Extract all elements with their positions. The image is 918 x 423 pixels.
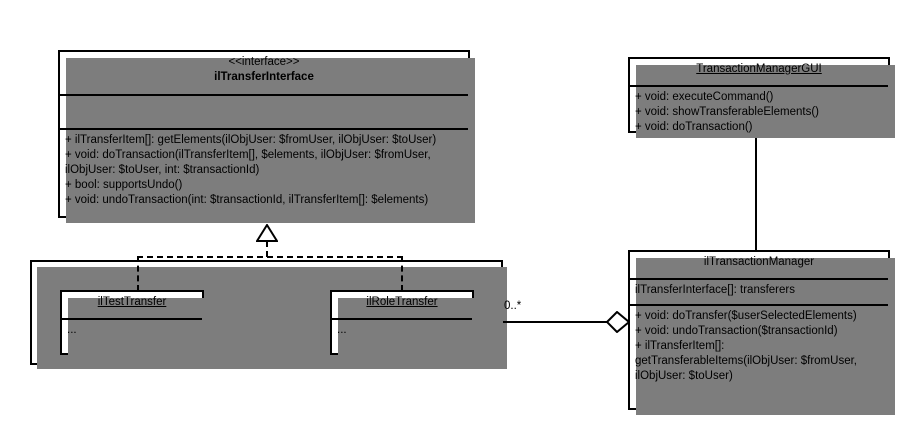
- class-method: + void: undoTransaction(int: $transactio…: [65, 194, 429, 206]
- class-name-il-role-transfer: ilRoleTransfer: [366, 296, 438, 308]
- compartment-methods-il-transaction-manager: + void: doTransfer($userSelectedElements…: [630, 304, 888, 408]
- class-method: + void: executeCommand(): [635, 91, 774, 103]
- compartment-attributes-il-transaction-manager: ilTransferInterface[]: transferers: [630, 278, 888, 304]
- class-box-il-transaction-manager[interactable]: ilTransactionManager ilTransferInterface…: [628, 250, 895, 415]
- class-stereotype-il-transfer-interface: <<interface>>: [228, 56, 300, 68]
- compartment-title-il-test-transfer: ilTestTransfer: [62, 292, 202, 318]
- class-box-il-test-transfer[interactable]: ilTestTransfer ...: [60, 290, 209, 360]
- association-line-gui-to-manager: [755, 133, 757, 252]
- class-title-il-transfer-interface: <<interface>> ilTransferInterface: [65, 55, 463, 85]
- class-method: + void: doTransaction(ilTransferItem[], …: [65, 149, 434, 176]
- realization-dashed-stem: [266, 241, 268, 257]
- aggregation-line-manager-to-group: [503, 321, 609, 323]
- class-attribute: ilTransferInterface[]: transferers: [635, 284, 795, 296]
- class-title-il-test-transfer: ilTestTransfer: [67, 295, 197, 310]
- compartment-title-transaction-manager-gui: TransactionManagerGUI: [630, 59, 888, 85]
- class-method: + void: undoTransaction($transactionId): [635, 325, 838, 337]
- compartment-methods-il-transfer-interface: + ilTransferItem[]: getElements(ilObjUse…: [60, 128, 468, 216]
- class-box-il-transfer-interface[interactable]: <<interface>> ilTransferInterface + ilTr…: [58, 50, 475, 223]
- compartment-methods-transaction-manager-gui: + void: executeCommand() + void: showTra…: [630, 85, 888, 133]
- class-body-ellipsis: ...: [67, 324, 77, 336]
- class-name-transaction-manager-gui: TransactionManagerGUI: [696, 63, 822, 75]
- class-method: + ilTransferItem[]: getTransferableItems…: [635, 340, 861, 382]
- compartment-title-il-transaction-manager: ilTransactionManager: [630, 252, 888, 278]
- class-method: + void: doTransaction(): [635, 121, 753, 133]
- realization-hollow-triangle-icon: [256, 224, 278, 242]
- class-method: + void: showTransferableElements(): [635, 106, 819, 118]
- class-title-il-transaction-manager: ilTransactionManager: [635, 255, 883, 270]
- realization-dashed-drop-test-transfer: [137, 256, 139, 291]
- class-name-il-test-transfer: ilTestTransfer: [97, 296, 167, 308]
- class-name-il-transfer-interface: ilTransferInterface: [214, 71, 314, 83]
- compartment-body-il-test-transfer: ...: [62, 318, 202, 353]
- compartment-attributes-il-transfer-interface: [60, 94, 468, 128]
- class-box-transaction-manager-gui[interactable]: TransactionManagerGUI + void: executeCom…: [628, 57, 895, 138]
- realization-dashed-drop-role-transfer: [401, 256, 403, 291]
- class-name-il-transaction-manager: ilTransactionManager: [703, 256, 815, 268]
- compartment-body-il-role-transfer: ...: [332, 318, 472, 353]
- class-title-il-role-transfer: ilRoleTransfer: [337, 295, 467, 310]
- class-method: + ilTransferItem[]: getElements(ilObjUse…: [65, 134, 437, 146]
- realization-dashed-branch: [137, 256, 403, 258]
- compartment-title-il-transfer-interface: <<interface>> ilTransferInterface: [60, 52, 468, 94]
- multiplicity-label-aggregation: 0..*: [504, 300, 522, 312]
- compartment-title-il-role-transfer: ilRoleTransfer: [332, 292, 472, 318]
- aggregation-hollow-diamond-icon: [606, 311, 630, 333]
- class-method: + void: doTransfer($userSelectedElements…: [635, 310, 857, 322]
- class-method: + bool: supportsUndo(): [65, 179, 183, 191]
- class-body-ellipsis: ...: [337, 324, 347, 336]
- class-box-il-role-transfer[interactable]: ilRoleTransfer ...: [330, 290, 479, 360]
- class-title-transaction-manager-gui: TransactionManagerGUI: [635, 62, 883, 77]
